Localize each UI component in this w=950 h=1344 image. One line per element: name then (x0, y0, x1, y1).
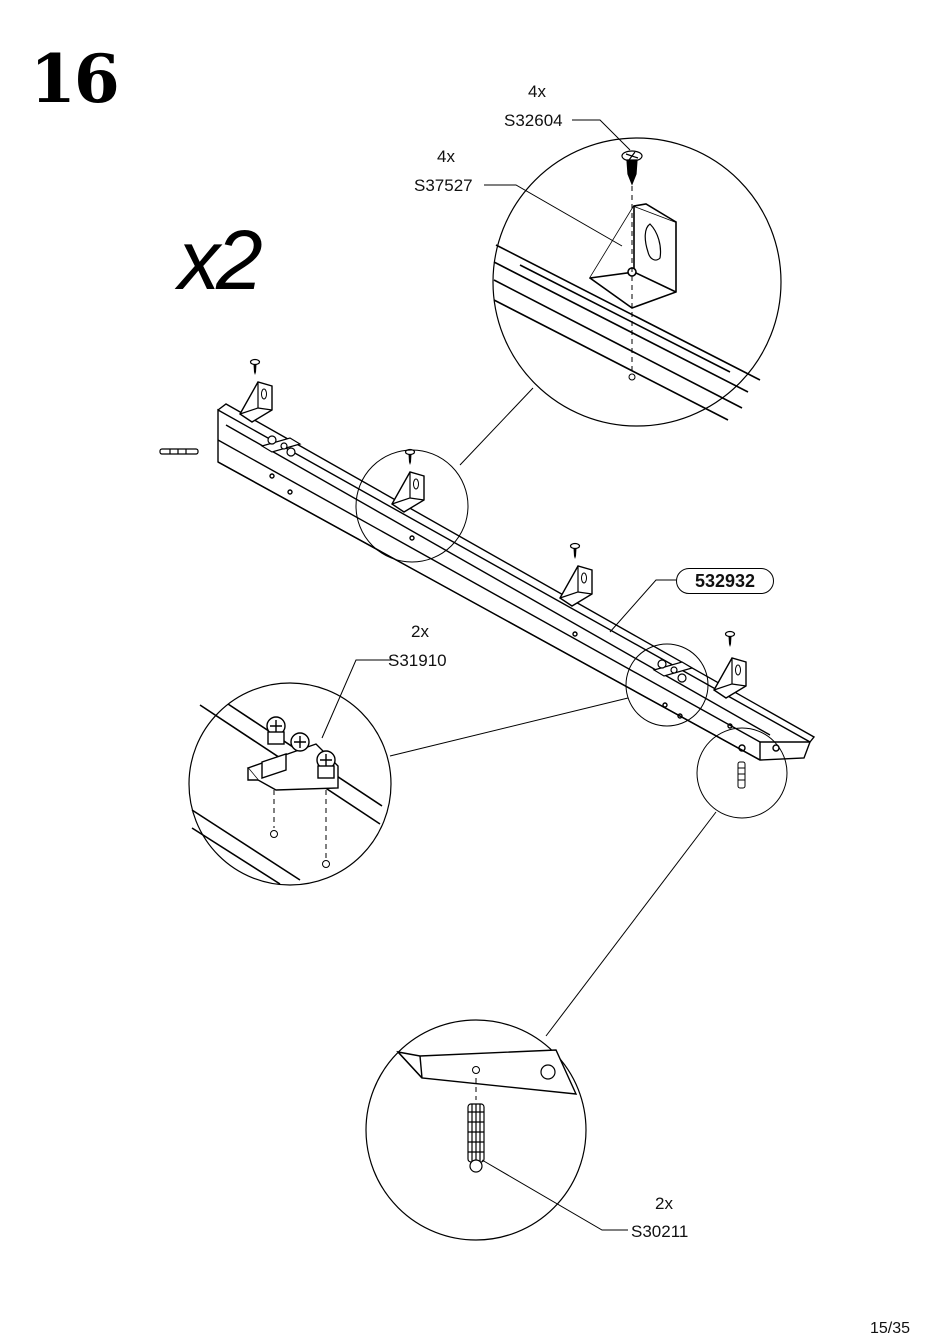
step-number: 16 (30, 40, 118, 118)
connector-qty-label: 2x (411, 622, 429, 642)
screw-qty-label: 4x (528, 82, 546, 102)
connector-code-label: S31910 (388, 651, 447, 671)
panel-code-tag: 532932 (676, 568, 774, 594)
bracket-code-label: S37527 (414, 176, 473, 196)
loose-dowel (160, 449, 198, 454)
dowel-qty-label: 2x (655, 1194, 673, 1214)
rail-screw-4 (726, 632, 735, 648)
screw-code-label: S32604 (504, 111, 563, 131)
zoom-connector (189, 683, 628, 885)
rail-bracket-2 (392, 472, 424, 512)
dowel-code-label: S30211 (631, 1222, 688, 1242)
rail-screw-2 (406, 450, 415, 466)
bracket-qty-label: 4x (437, 147, 455, 167)
zoom-dowel (366, 812, 716, 1240)
zoom-bracket (460, 138, 781, 465)
dowel-small (738, 762, 745, 788)
rail-screw-3 (571, 544, 580, 560)
rail-bracket-3 (560, 566, 592, 606)
rail-bracket-1 (240, 382, 272, 422)
rail-bracket-4 (714, 658, 746, 698)
quantity-multiplier: x2 (178, 212, 259, 309)
rail-screw-1 (251, 360, 260, 376)
page-number: 15/35 (870, 1320, 910, 1338)
